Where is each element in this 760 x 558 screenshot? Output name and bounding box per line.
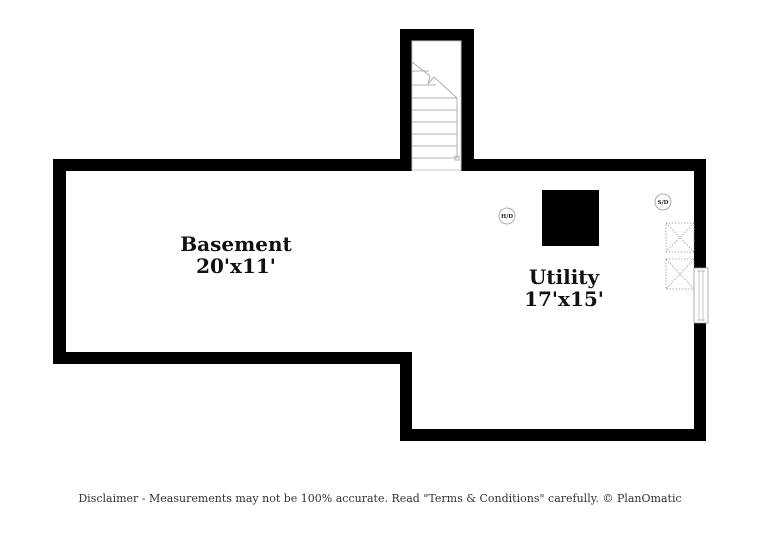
sd-label: S/D — [658, 200, 669, 206]
washer-icon — [665, 222, 695, 253]
room-name: Basement — [180, 232, 292, 256]
room-name: Utility — [528, 265, 600, 289]
hd-symbol-icon: H/D — [498, 207, 516, 225]
hd-label: H/D — [501, 214, 513, 220]
room-label-basement: Basement 20'x11' — [156, 233, 316, 277]
staircase — [411, 40, 462, 171]
room-label-utility: Utility 17'x15' — [494, 266, 634, 310]
exterior-walls — [53, 29, 706, 441]
room-dimensions: 20'x11' — [196, 254, 276, 278]
window-icon — [693, 267, 709, 324]
furnace-block — [542, 190, 599, 246]
stair-opening — [412, 159, 461, 171]
room-dimensions: 17'x15' — [524, 287, 604, 311]
disclaimer-text: Disclaimer - Measurements may not be 100… — [78, 492, 682, 505]
sd-symbol-icon: S/D — [654, 193, 672, 211]
dryer-icon — [665, 258, 695, 290]
